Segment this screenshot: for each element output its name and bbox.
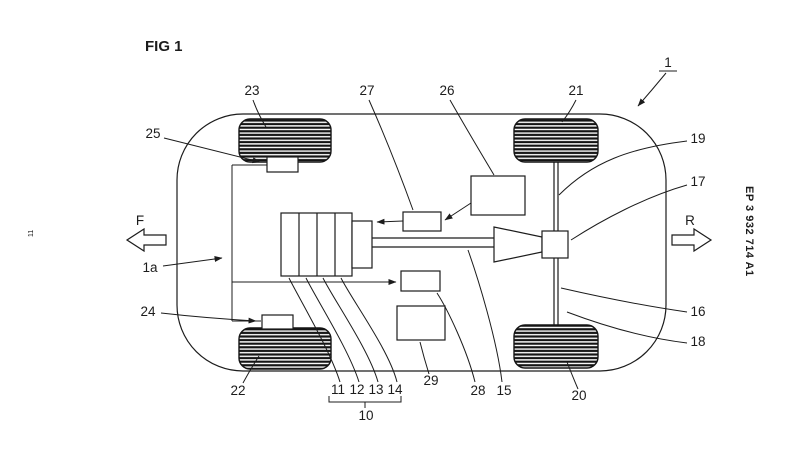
label-19: 19 — [690, 131, 705, 146]
margin-note-text: 11 — [28, 230, 35, 237]
leader-13 — [322, 277, 379, 383]
group-bracket-10 — [328, 396, 402, 408]
front-direction-label: F — [136, 213, 144, 228]
leader-21 — [561, 99, 577, 123]
leader-27 — [368, 99, 414, 211]
label-20: 20 — [571, 388, 586, 403]
label-13: 13 — [368, 382, 383, 397]
leader-19 — [558, 140, 688, 196]
leader-17 — [570, 184, 688, 241]
patent-number-edge-text: EP 3 932 714 A1 — [743, 186, 755, 277]
wheel-rear-left — [513, 118, 599, 163]
leader-12 — [305, 277, 360, 383]
leader-24 — [160, 312, 257, 324]
label-16: 16 — [690, 304, 705, 319]
front-direction-arrow — [125, 227, 167, 253]
rear-direction-label: R — [685, 213, 695, 228]
label-26: 26 — [439, 83, 454, 98]
label-21: 21 — [568, 83, 583, 98]
leader-14 — [340, 277, 398, 383]
label-29: 29 — [423, 373, 438, 388]
leader-20 — [566, 361, 579, 390]
leader-16 — [560, 287, 688, 313]
rear-drive-cone — [493, 226, 543, 263]
leader-26 — [449, 99, 495, 176]
leader-1 — [637, 72, 667, 107]
component-28-box — [400, 270, 441, 292]
leader-23 — [252, 99, 267, 128]
label-14: 14 — [387, 382, 403, 397]
label-22: 22 — [230, 383, 245, 398]
label-28: 28 — [470, 383, 485, 398]
wheel-front-right — [238, 327, 332, 370]
label-18: 18 — [690, 334, 705, 349]
component-24-box — [261, 314, 294, 330]
label-24: 24 — [140, 304, 156, 319]
label-1: 1 — [664, 55, 672, 70]
component-27-box — [402, 211, 442, 232]
leader-11 — [288, 277, 341, 383]
powertrain-output-unit — [351, 220, 373, 269]
leader-28 — [436, 292, 476, 383]
component-26-box — [470, 175, 526, 216]
leader-25 — [163, 137, 261, 164]
leader-15 — [467, 249, 503, 383]
label-17: 17 — [690, 174, 705, 189]
link-27-to-output-unit — [376, 218, 404, 225]
component-25-box — [266, 156, 299, 173]
label-10: 10 — [358, 408, 373, 423]
label-25: 25 — [145, 126, 160, 141]
component-29-box — [396, 305, 446, 341]
wheel-front-left — [238, 118, 332, 163]
link-26-to-27 — [444, 202, 472, 221]
rear-direction-arrow — [671, 227, 713, 253]
label-15: 15 — [496, 383, 511, 398]
label-23: 23 — [244, 83, 259, 98]
label-27: 27 — [359, 83, 374, 98]
label-12: 12 — [349, 382, 364, 397]
rear-axle-gearbox — [541, 230, 569, 259]
leader-22 — [242, 355, 260, 384]
label-1a: 1a — [142, 260, 158, 275]
label-11: 11 — [331, 382, 345, 397]
leader-18 — [566, 311, 688, 344]
leader-29 — [419, 341, 430, 375]
wheel-rear-right — [513, 324, 599, 369]
leader-1a — [162, 256, 223, 267]
figure-title: FIG 1 — [145, 38, 183, 55]
car-body-outline — [176, 113, 667, 372]
